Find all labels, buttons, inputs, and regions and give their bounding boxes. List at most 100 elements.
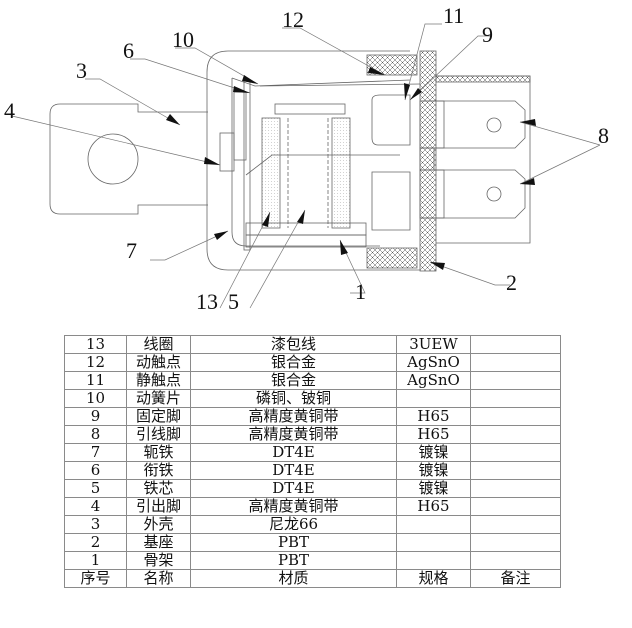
cell-spec [396, 551, 471, 570]
cell-material: DT4E [190, 479, 397, 498]
svg-text:4: 4 [4, 98, 15, 123]
cell-name: 轭铁 [126, 443, 191, 462]
cell-material: PBT [190, 551, 397, 570]
svg-text:3: 3 [76, 58, 87, 83]
svg-text:9: 9 [482, 22, 493, 47]
cell-spec: 3UEW [396, 335, 471, 354]
cell-material: 银合金 [190, 371, 397, 390]
cell-name: 外壳 [126, 515, 191, 534]
cell-remark [470, 353, 561, 372]
cell-name: 基座 [126, 533, 191, 552]
cell-spec: AgSnO [396, 353, 471, 372]
cell-material: DT4E [190, 443, 397, 462]
cell-spec: 镀镍 [396, 443, 471, 462]
lower-blade [420, 169, 526, 219]
cell-no: 9 [64, 407, 127, 426]
cell-spec [396, 533, 471, 552]
cell-spec [396, 389, 471, 408]
svg-text:10: 10 [172, 27, 194, 52]
cell-name: 动触点 [126, 353, 191, 372]
cell-no: 3 [64, 515, 127, 534]
cell-remark [470, 533, 561, 552]
cell-name: 线圈 [126, 335, 191, 354]
cell-spec: H65 [396, 407, 471, 426]
cell-remark [470, 515, 561, 534]
cell-remark [470, 407, 561, 426]
relay-cross-section-drawing: 3 4 6 10 12 11 9 8 7 13 5 1 2 [4, 3, 609, 314]
cell-remark [470, 389, 561, 408]
left-tab [49, 103, 208, 215]
table-header-row: 序号名称材质规格备注 [64, 569, 561, 588]
cell-no: 11 [64, 371, 127, 390]
cell-remark [470, 479, 561, 498]
cell-remark: 备注 [470, 569, 561, 588]
cell-no: 6 [64, 461, 127, 480]
svg-text:6: 6 [123, 38, 134, 63]
upper-blade [420, 100, 526, 149]
cell-name: 引线脚 [126, 425, 191, 444]
svg-text:2: 2 [506, 270, 517, 295]
cell-spec: H65 [396, 425, 471, 444]
svg-text:7: 7 [126, 238, 137, 263]
cell-remark [470, 443, 561, 462]
cell-material: 高精度黄铜带 [190, 407, 397, 426]
svg-text:13: 13 [196, 289, 218, 314]
cell-remark [470, 497, 561, 516]
cell-material: 银合金 [190, 353, 397, 372]
cell-name: 引出脚 [126, 497, 191, 516]
cover-outline [206, 50, 420, 271]
cell-no: 8 [64, 425, 127, 444]
cell-material: PBT [190, 533, 397, 552]
cell-spec: 镀镍 [396, 479, 471, 498]
cell-no: 4 [64, 497, 127, 516]
cell-name: 骨架 [126, 551, 191, 570]
cell-no: 2 [64, 533, 127, 552]
svg-text:1: 1 [355, 279, 366, 304]
left-tab-hole [87, 133, 139, 185]
cell-name: 名称 [126, 569, 191, 588]
svg-text:11: 11 [443, 3, 464, 28]
cell-spec [396, 515, 471, 534]
cell-material: 磷铜、铍铜 [190, 389, 397, 408]
cell-spec: 镀镍 [396, 461, 471, 480]
cell-remark [470, 335, 561, 354]
cell-material: 高精度黄铜带 [190, 497, 397, 516]
cell-name: 静触点 [126, 371, 191, 390]
cell-remark [470, 551, 561, 570]
cell-no: 序号 [64, 569, 127, 588]
cell-name: 铁芯 [126, 479, 191, 498]
cell-material: 漆包线 [190, 335, 397, 354]
svg-text:5: 5 [228, 289, 239, 314]
cell-spec: AgSnO [396, 371, 471, 390]
cell-name: 衔铁 [126, 461, 191, 480]
cell-material: 尼龙66 [190, 515, 397, 534]
cell-no: 1 [64, 551, 127, 570]
cell-spec: H65 [396, 497, 471, 516]
svg-text:8: 8 [598, 123, 609, 148]
cell-remark [470, 371, 561, 390]
cell-no: 13 [64, 335, 127, 354]
cell-no: 5 [64, 479, 127, 498]
cell-remark [470, 461, 561, 480]
svg-text:12: 12 [282, 7, 304, 32]
cell-no: 7 [64, 443, 127, 462]
cell-name: 固定脚 [126, 407, 191, 426]
cell-spec: 规格 [396, 569, 471, 588]
cell-material: DT4E [190, 461, 397, 480]
cell-material: 材质 [190, 569, 397, 588]
cell-material: 高精度黄铜带 [190, 425, 397, 444]
